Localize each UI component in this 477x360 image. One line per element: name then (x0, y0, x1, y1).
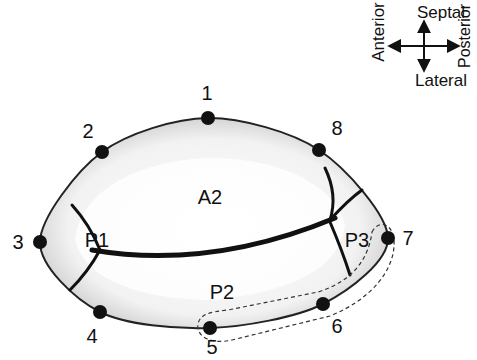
leaflet-label: A2 (198, 187, 222, 207)
point-marker (316, 297, 330, 311)
leaflet-label: P1 (85, 230, 109, 250)
callout-number: 4 (86, 326, 97, 346)
callout-number: 1 (201, 83, 212, 103)
point-marker (201, 111, 215, 125)
point-marker (203, 321, 217, 335)
callout-number: 3 (12, 232, 23, 252)
leaflet-label: P3 (345, 230, 369, 250)
dashed-region (198, 224, 394, 341)
annulus-points (33, 111, 395, 335)
callout-number: 7 (402, 228, 413, 248)
orientation-label: Anterior (370, 2, 387, 62)
point-marker (95, 145, 109, 159)
callout-number: 2 (82, 121, 93, 141)
point-marker (93, 305, 107, 319)
callout-number: 6 (331, 316, 342, 336)
orientation-label: Posterior (457, 4, 473, 68)
coaptation-lines (70, 168, 362, 290)
orientation-label: Lateral (415, 72, 467, 89)
annulus-outline (40, 118, 388, 328)
callout-number: 8 (331, 118, 342, 138)
callout-number: 5 (206, 337, 217, 357)
point-marker (381, 231, 395, 245)
leaflet-surface (75, 158, 345, 300)
orientation-compass (390, 22, 458, 70)
point-marker (33, 235, 47, 249)
leaflet-label: P2 (210, 282, 234, 302)
point-marker (312, 143, 326, 157)
